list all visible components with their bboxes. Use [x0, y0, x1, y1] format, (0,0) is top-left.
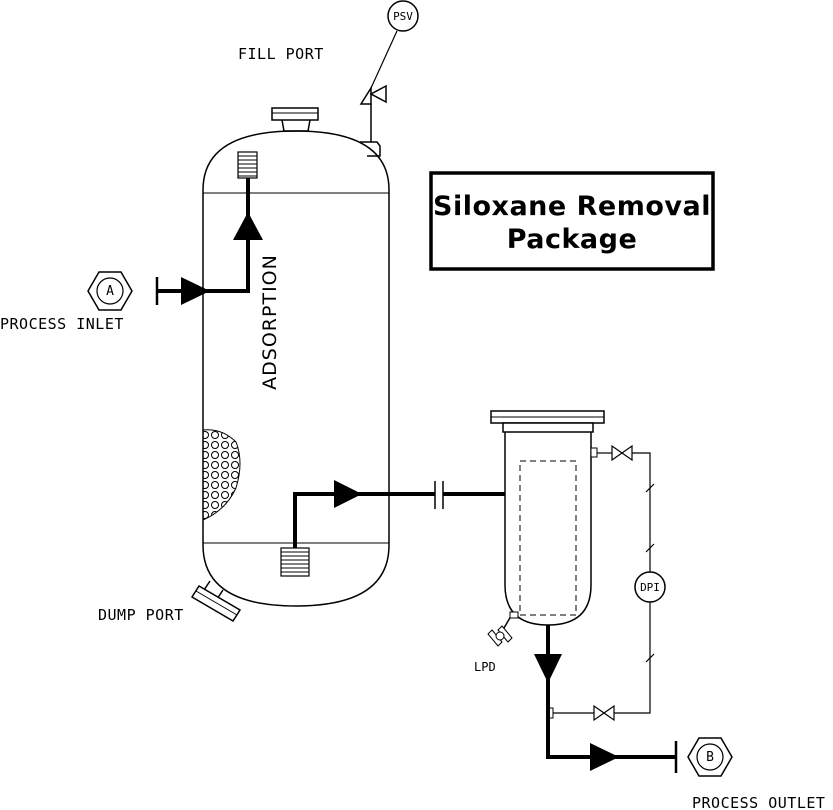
inlet-tag-a: A — [87, 271, 133, 311]
outlet-flow-arrow — [590, 743, 619, 771]
title-box: Siloxane Removal Package — [429, 171, 715, 271]
dump-port-label: DUMP PORT — [98, 606, 184, 624]
fill-port-label: FILL PORT — [238, 45, 324, 63]
svg-text:A: A — [106, 284, 114, 299]
title-line-2: Package — [507, 224, 638, 255]
fill-port — [271, 107, 319, 132]
outlet-collector — [280, 547, 310, 577]
inlet-distributor — [237, 151, 258, 179]
process-inlet-label: PROCESS INLET — [0, 315, 124, 333]
process-inlet-line — [155, 178, 263, 305]
adsorption-label: ADSORPTION — [259, 254, 281, 390]
process-outlet-label: PROCESS OUTLET — [692, 794, 825, 810]
psv-bubble — [387, 0, 419, 32]
dpi-loop: DPI — [546, 444, 666, 722]
filter-element — [519, 460, 577, 616]
lpd-drain — [487, 611, 519, 647]
outlet-down-arrow — [534, 654, 562, 683]
process-outlet-line — [534, 625, 678, 773]
svg-text:B: B — [706, 750, 714, 765]
filter-housing — [490, 410, 605, 626]
adsorption-vessel: ADSORPTION — [202, 130, 390, 607]
lpd-label: LPD — [474, 660, 496, 674]
psv-assembly: PSV — [359, 0, 419, 157]
transfer-line — [293, 480, 505, 548]
dump-port — [190, 580, 242, 623]
inlet-riser-arrow — [233, 212, 263, 240]
title-line-1: Siloxane Removal — [433, 191, 711, 222]
outlet-tag-b: B — [687, 737, 733, 777]
dpi-label: DPI — [640, 581, 660, 594]
inlet-flow-arrow — [181, 277, 210, 305]
adsorbent-media — [203, 429, 241, 521]
transfer-flow-arrow — [334, 480, 362, 508]
psv-label: PSV — [393, 10, 413, 23]
